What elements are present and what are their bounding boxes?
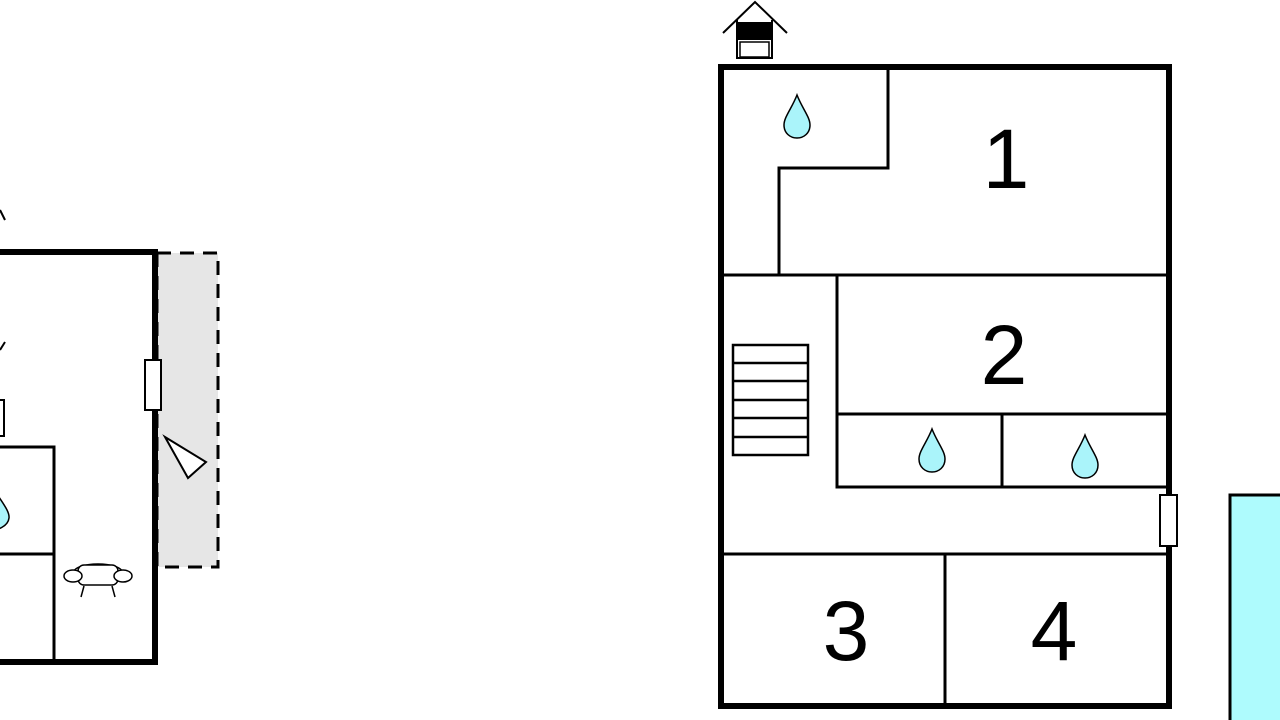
- window-icon: [0, 399, 5, 437]
- left-interior-wall-a: [0, 445, 56, 662]
- door-icon: [144, 359, 162, 411]
- pool-icon: [1228, 493, 1280, 720]
- entrance-arrow-icon: [0, 209, 6, 221]
- water-drop-icon: [783, 92, 811, 139]
- door-icon: [1159, 494, 1178, 547]
- room-label-4: 4: [1031, 584, 1078, 678]
- right-floor-plan: 1 2 3 4: [718, 0, 1178, 709]
- sun-lounger-icon: [162, 434, 208, 480]
- house-entrance-icon: [722, 0, 788, 59]
- direction-arrow-icon: [0, 341, 6, 351]
- stairs-icon: [731, 343, 810, 457]
- left-floor-plan: [0, 209, 220, 665]
- room-2-block-wall: [835, 275, 1167, 489]
- bathroom-top-wall: [777, 68, 890, 275]
- water-drop-icon: [1071, 432, 1099, 479]
- room-label-3: 3: [823, 584, 870, 678]
- water-drop-icon: [0, 497, 10, 530]
- armchair-icon: [63, 563, 133, 598]
- left-outer-wall: [0, 249, 158, 665]
- terrace-area: [155, 251, 220, 569]
- room-label-2: 2: [981, 308, 1028, 402]
- room-label-1: 1: [983, 112, 1030, 206]
- water-drop-icon: [918, 426, 946, 473]
